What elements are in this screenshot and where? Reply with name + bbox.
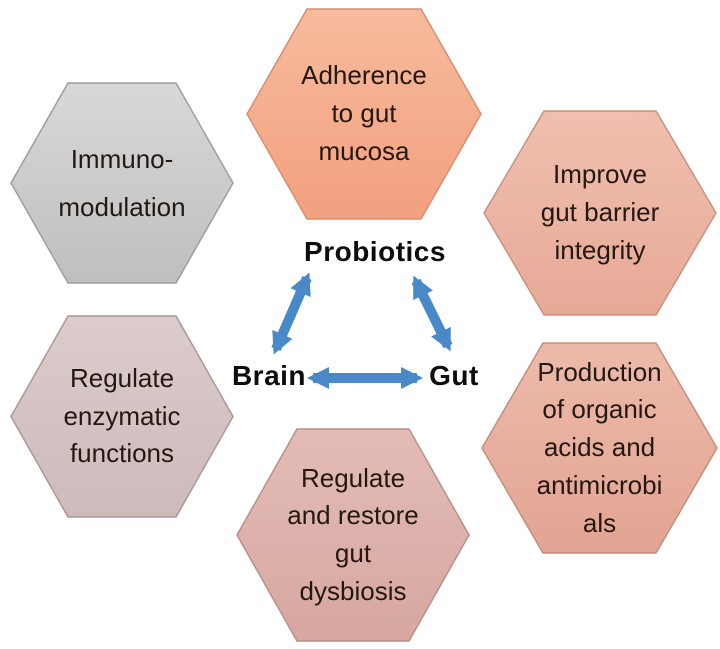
hexagon-label: Production of organic acids and antimicr… bbox=[536, 356, 663, 538]
arrow-probiotics-brain bbox=[271, 272, 312, 355]
hexagon-shape bbox=[246, 8, 482, 220]
hexagon-shape bbox=[483, 110, 717, 316]
hexagon-gut-dysbiosis: Regulate and restore gut dysbiosis bbox=[236, 428, 470, 642]
hexagon-organic-acids-antimicrobials: Production of organic acids and antimicr… bbox=[481, 342, 718, 554]
hexagon-adherence-to-gut-mucosa: Adherence to gut mucosa bbox=[246, 8, 482, 220]
hexagon-label: Regulate and restore gut dysbiosis bbox=[287, 462, 419, 606]
brain-label: Brain bbox=[231, 360, 307, 391]
gut-label: Gut bbox=[429, 360, 479, 391]
hexagon-gut-barrier-integrity: Improve gut barrier integrity bbox=[483, 110, 717, 316]
hexagon-enzymatic-functions: Regulate enzymatic functions bbox=[10, 315, 234, 518]
hexagon-label: Immuno- modulation bbox=[58, 143, 186, 222]
hexagon-label: Adherence to gut mucosa bbox=[301, 60, 427, 166]
hexagon-shape bbox=[10, 315, 234, 518]
hexagon-shape bbox=[236, 428, 470, 642]
arrow-probiotics-gut bbox=[411, 275, 453, 352]
hexagon-label: Regulate enzymatic functions bbox=[63, 362, 181, 469]
hexagon-shape bbox=[481, 342, 718, 554]
hexagon-immunomodulation: Immuno- modulation bbox=[10, 82, 234, 284]
hexagon-shape bbox=[10, 82, 234, 284]
probiotics-label: Probiotics bbox=[304, 236, 446, 267]
hexagon-label: Improve gut barrier integrity bbox=[540, 159, 660, 265]
